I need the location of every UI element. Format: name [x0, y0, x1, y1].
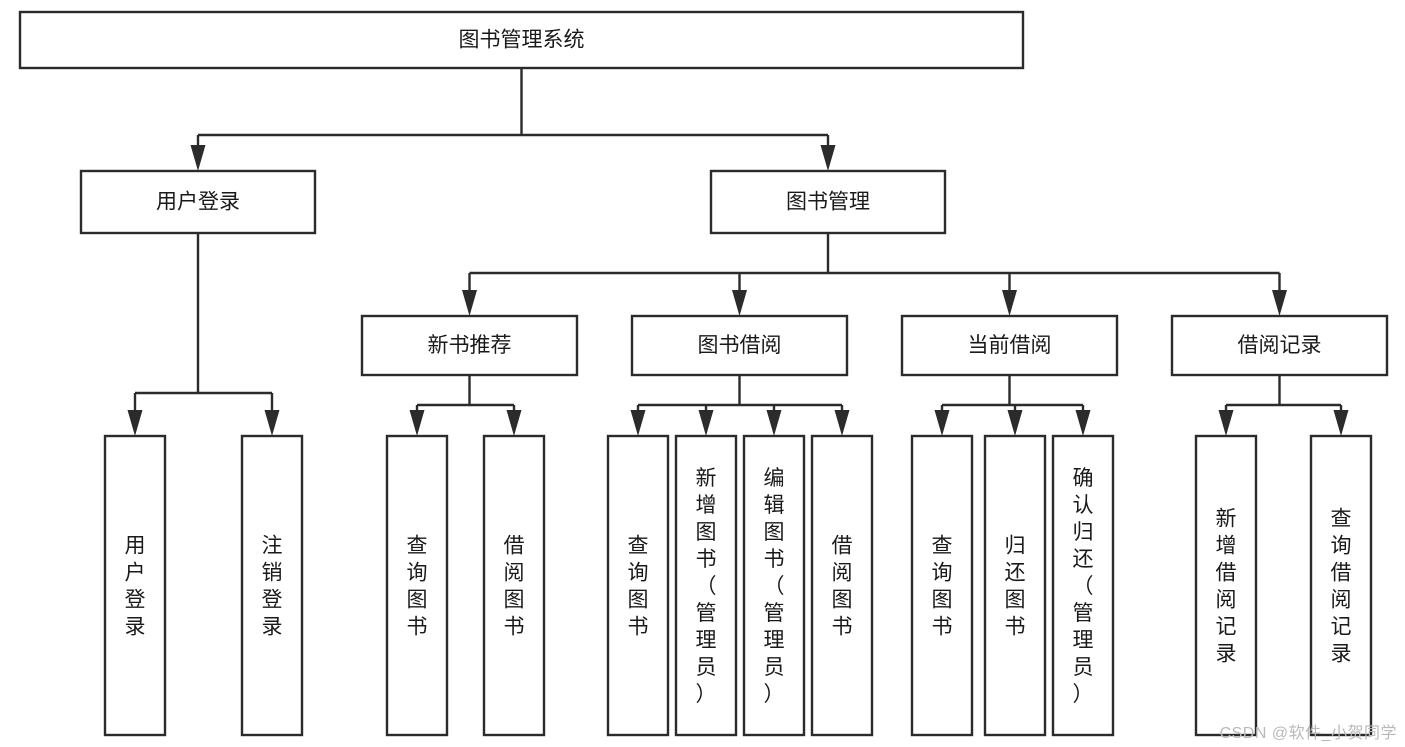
node-label-leaf-query-book-current: 查询图书: [932, 535, 953, 639]
node-label-leaf-query-book-rec: 查询图书: [407, 535, 428, 639]
node-box-leaf-borrow-book-rec[interactable]: [482, 434, 546, 737]
node-leaf-confirm-return[interactable]: 确认归还（管理员）: [1051, 434, 1115, 737]
node-box-leaf-query-book-borrow[interactable]: [606, 434, 670, 737]
watermark-label: CSDN @软件_小贺同学: [1219, 725, 1397, 742]
node-book-manage[interactable]: 图书管理: [709, 169, 947, 235]
node-leaf-add-borrow-record[interactable]: 新增借阅记录: [1194, 434, 1258, 737]
node-box-leaf-query-borrow-record[interactable]: [1309, 434, 1373, 737]
node-new-book-recommend[interactable]: 新书推荐: [360, 314, 579, 377]
node-leaf-borrow-book[interactable]: 借阅图书: [810, 434, 874, 737]
node-leaf-borrow-book-rec[interactable]: 借阅图书: [482, 434, 546, 737]
node-leaf-user-logout[interactable]: 注销登录: [240, 434, 304, 737]
node-leaf-query-borrow-record[interactable]: 查询借阅记录: [1309, 434, 1373, 737]
node-box-leaf-edit-book[interactable]: [742, 434, 806, 737]
node-label-user-login: 用户登录: [156, 191, 240, 214]
node-box-current-borrow[interactable]: [900, 314, 1119, 377]
node-leaf-return-book[interactable]: 归还图书: [983, 434, 1047, 737]
node-leaf-query-book-rec[interactable]: 查询图书: [385, 434, 449, 737]
node-layer: 图书管理系统用户登录图书管理新书推荐图书借阅当前借阅借阅记录用户登录注销登录查询…: [18, 10, 1389, 737]
node-label-leaf-borrow-book: 借阅图书: [832, 535, 853, 639]
node-label-leaf-user-login: 用户登录: [125, 535, 146, 639]
node-label-leaf-user-logout: 注销登录: [262, 535, 283, 639]
node-label-leaf-confirm-return: 确认归还（管理员）: [1073, 467, 1094, 706]
node-box-leaf-query-book-rec[interactable]: [385, 434, 449, 737]
node-book-borrow[interactable]: 图书借阅: [630, 314, 849, 377]
node-label-borrow-record: 借阅记录: [1238, 334, 1322, 357]
node-label-book-borrow: 图书借阅: [698, 334, 782, 357]
node-label-leaf-query-book-borrow: 查询图书: [628, 535, 649, 639]
node-label-leaf-query-borrow-record: 查询借阅记录: [1331, 508, 1352, 666]
node-box-leaf-user-logout[interactable]: [240, 434, 304, 737]
node-box-leaf-query-book-current[interactable]: [910, 434, 974, 737]
node-current-borrow[interactable]: 当前借阅: [900, 314, 1119, 377]
node-label-book-manage: 图书管理: [786, 191, 870, 214]
node-box-leaf-confirm-return[interactable]: [1051, 434, 1115, 737]
node-user-login[interactable]: 用户登录: [79, 169, 317, 235]
node-box-book-manage[interactable]: [709, 169, 947, 235]
node-leaf-add-book[interactable]: 新增图书（管理员）: [674, 434, 738, 737]
node-leaf-query-book-borrow[interactable]: 查询图书: [606, 434, 670, 737]
node-box-new-book-recommend[interactable]: [360, 314, 579, 377]
node-leaf-query-book-current[interactable]: 查询图书: [910, 434, 974, 737]
node-box-leaf-add-book[interactable]: [674, 434, 738, 737]
node-box-leaf-add-borrow-record[interactable]: [1194, 434, 1258, 737]
node-box-user-login[interactable]: [79, 169, 317, 235]
node-box-leaf-return-book[interactable]: [983, 434, 1047, 737]
node-label-root: 图书管理系统: [459, 29, 585, 52]
connector-layer: [127, 68, 1349, 436]
node-leaf-edit-book[interactable]: 编辑图书（管理员）: [742, 434, 806, 737]
node-borrow-record[interactable]: 借阅记录: [1170, 314, 1389, 377]
node-label-new-book-recommend: 新书推荐: [428, 334, 512, 357]
node-label-current-borrow: 当前借阅: [968, 334, 1052, 357]
node-root[interactable]: 图书管理系统: [18, 10, 1025, 70]
node-box-root[interactable]: [18, 10, 1025, 70]
node-box-book-borrow[interactable]: [630, 314, 849, 377]
node-leaf-user-login[interactable]: 用户登录: [103, 434, 167, 737]
node-box-borrow-record[interactable]: [1170, 314, 1389, 377]
node-label-leaf-edit-book: 编辑图书（管理员）: [764, 467, 785, 706]
node-box-leaf-user-login[interactable]: [103, 434, 167, 737]
node-box-leaf-borrow-book[interactable]: [810, 434, 874, 737]
node-label-leaf-return-book: 归还图书: [1005, 535, 1026, 639]
node-label-leaf-add-borrow-record: 新增借阅记录: [1216, 508, 1237, 666]
node-label-leaf-add-book: 新增图书（管理员）: [696, 467, 717, 706]
node-label-leaf-borrow-book-rec: 借阅图书: [504, 535, 525, 639]
